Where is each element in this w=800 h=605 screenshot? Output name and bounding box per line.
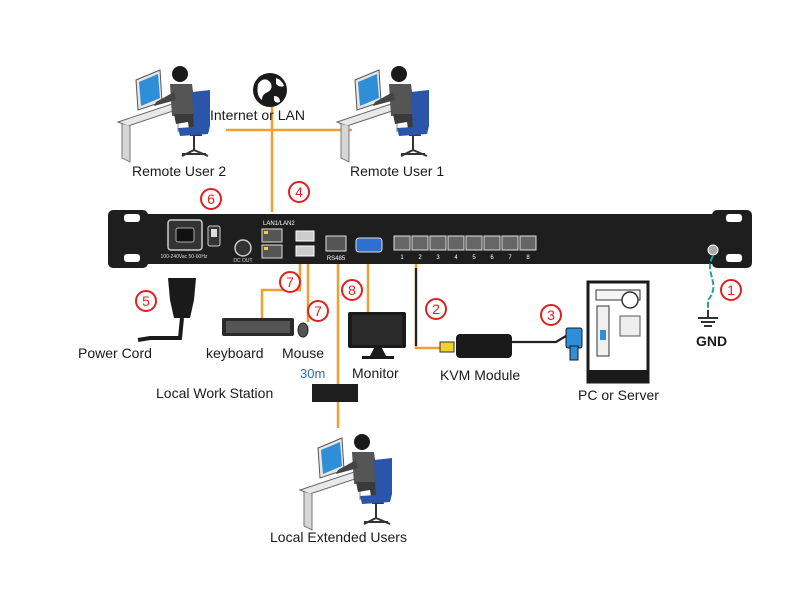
ground-wire [707,255,715,310]
kvm-switch-rack: 100-240Vac 50-60Hz DC OUT LAN1/LAN2 RS48… [108,210,752,268]
cat-port-number: 4 [454,255,458,261]
callout-number: 4 [295,184,303,200]
callout-circle [288,181,310,203]
callout-circle [279,271,301,293]
monitor-label: Monitor [352,365,399,381]
callout-circle [425,298,447,320]
ground-symbol [698,310,718,327]
monitor-device [348,312,406,359]
cat-port-number: 5 [472,255,476,261]
mouse-device [297,322,309,338]
local-work-station-label: Local Work Station [156,385,273,401]
callouts: 1 2 3 4 5 6 7 7 8 [135,181,742,326]
internet-or-lan-label: Internet or LAN [210,107,305,123]
cat-port [501,235,519,251]
extender-box [312,384,358,402]
kvm-module-label: KVM Module [440,367,520,383]
callout-number: 5 [142,293,150,309]
remote-user-1-workstation [336,65,430,163]
callout-number: 2 [432,301,440,317]
cat-port-number: 7 [508,255,512,261]
lan-port-label: LAN1/LAN2 [263,221,295,227]
cat-port-row: 1 2 3 4 5 6 7 8 [393,235,537,261]
remote-user-1-label: Remote User 1 [350,163,444,179]
power-cord-label: Power Cord [78,345,152,361]
kvm-module-device [439,327,583,361]
globe-icon [253,73,287,107]
cat-port-number: 6 [490,255,494,261]
remote-user-2-workstation [117,65,211,163]
power-cord-plug [137,278,196,342]
callout-circle [341,279,363,301]
distance-label: 30m [300,366,325,381]
cat-port [519,235,537,251]
cat-port [447,235,465,251]
cat-port [429,235,447,251]
cat-port [411,235,429,251]
kvm-module-tail [414,268,567,346]
callout-circle [307,300,329,322]
callout-number: 8 [348,282,356,298]
callout-number: 3 [547,307,555,323]
pc-or-server-label: PC or Server [578,387,659,403]
local-extended-user-workstation [299,433,393,531]
cat-port-number: 8 [526,255,530,261]
cat-port-number: 2 [418,255,422,261]
callout-number: 6 [207,191,215,207]
pc-server-tower [586,280,650,384]
callout-circle [540,304,562,326]
callout-number: 7 [314,303,322,319]
callout-number: 7 [286,274,294,290]
keyboard-label: keyboard [206,345,264,361]
cat-port [393,235,411,251]
gnd-label: GND [696,333,727,349]
remote-user-2-label: Remote User 2 [132,163,226,179]
cat-port [483,235,501,251]
callout-circle [720,279,742,301]
power-rating-text: 100-240Vac 50-60Hz [161,254,208,260]
mouse-label: Mouse [282,345,324,361]
callout-circle [200,188,222,210]
usb-keyboard-cable [260,258,302,318]
callout-number: 1 [727,282,735,298]
dc-out-text: DC OUT [233,258,252,264]
cat-port-number: 1 [400,255,404,261]
rs485-label: RS485 [327,256,346,262]
cat-port-number: 3 [436,255,440,261]
local-extended-users-label: Local Extended Users [270,529,407,545]
cat-port [465,235,483,251]
keyboard-device [222,318,294,336]
callout-circle [135,290,157,312]
